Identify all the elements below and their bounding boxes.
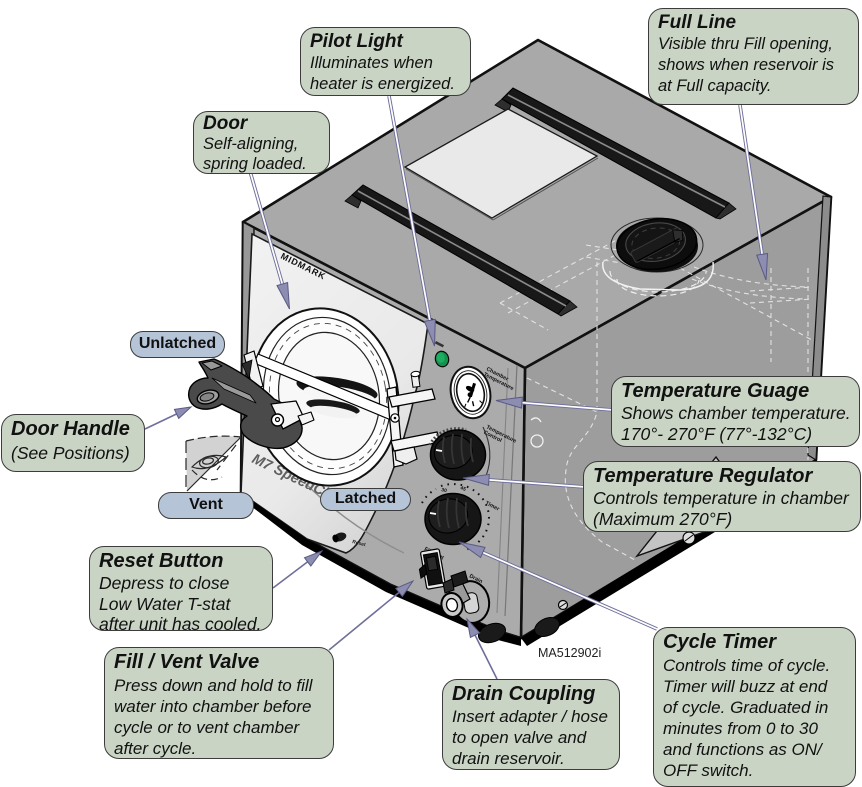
svg-text:MA512902i: MA512902i (538, 646, 601, 660)
svg-text:Reset: Reset (352, 539, 367, 548)
svg-text:30: 30 (441, 487, 448, 494)
svg-text:45: 45 (459, 485, 466, 493)
